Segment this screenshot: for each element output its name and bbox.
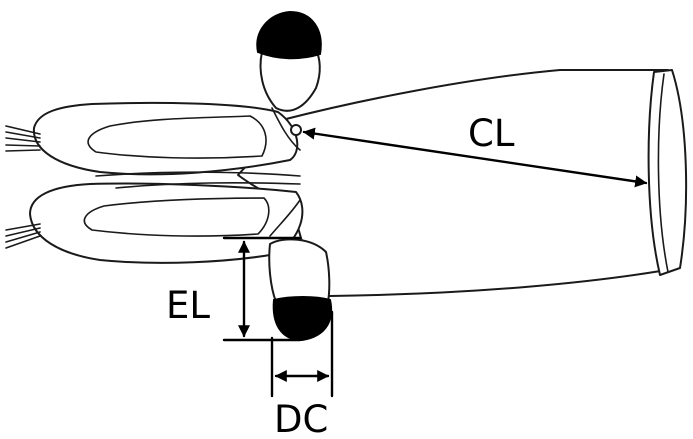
rostrum — [95, 171, 301, 177]
eye-socket-upper — [271, 107, 301, 151]
carapace-posterior-cap — [647, 69, 688, 276]
upper-antenna — [5, 125, 41, 152]
upper-antennal-scale — [32, 101, 299, 176]
label-cl: CL — [468, 112, 515, 155]
rostrum-lower — [115, 182, 301, 189]
lower-eye-stalk — [268, 238, 331, 303]
lower-antenna — [5, 223, 41, 249]
cl-measure-line — [302, 127, 648, 188]
lower-eye-cornea — [272, 296, 333, 342]
label-dc: DC — [274, 398, 328, 439]
label-el: EL — [166, 284, 210, 327]
upper-scale-inner-line — [87, 115, 267, 159]
lower-scale-inner-line — [83, 197, 270, 237]
orbital-spine — [290, 124, 302, 136]
carapace-cap-edge — [657, 73, 669, 273]
lower-antennal-scale — [29, 182, 304, 264]
upper-eye-cornea — [256, 10, 322, 60]
eye-socket-lower — [269, 199, 301, 237]
upper-eye-stalk — [259, 49, 321, 112]
